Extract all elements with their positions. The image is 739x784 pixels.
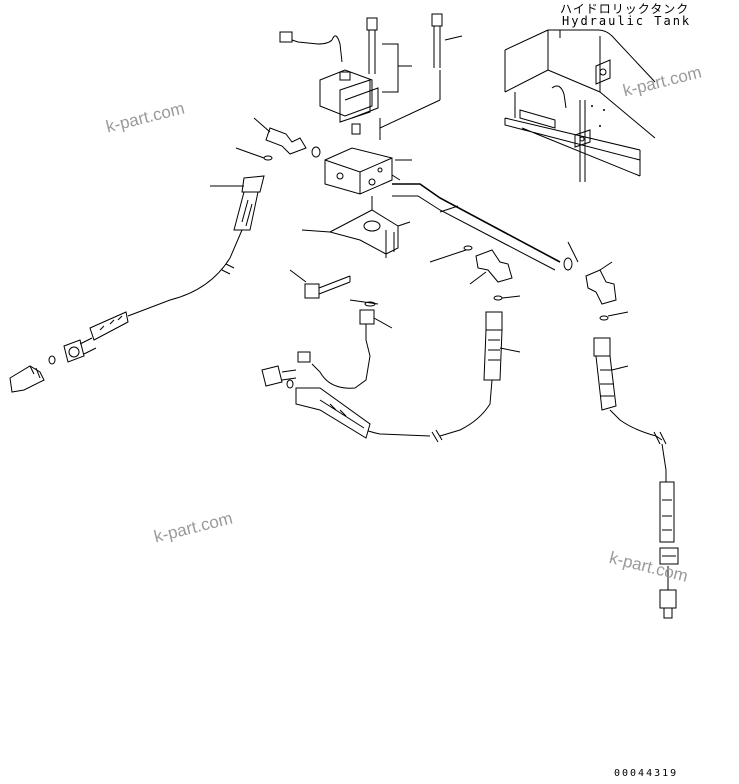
tank-mount-dots bbox=[591, 105, 605, 127]
connecting-tube bbox=[392, 183, 561, 271]
valve-bolts bbox=[366, 13, 463, 93]
mounting-bracket bbox=[301, 196, 411, 258]
right-elbow-fitting bbox=[563, 241, 629, 321]
solenoid-valve bbox=[279, 31, 379, 123]
pressure-switch bbox=[297, 299, 393, 389]
adapter-fitting bbox=[261, 365, 297, 389]
bracket-bolt bbox=[289, 269, 351, 299]
manifold-block bbox=[324, 70, 441, 195]
right-hose bbox=[593, 337, 679, 619]
middle-elbow-fitting bbox=[429, 245, 521, 301]
hydraulic-tank bbox=[504, 29, 656, 182]
part-number: 00044319 bbox=[614, 768, 679, 779]
tank-label-japanese: ハイドロリックタンク bbox=[560, 2, 690, 16]
left-hose bbox=[9, 175, 265, 393]
tank-label-english: Hydraulic Tank bbox=[562, 14, 692, 28]
left-elbow-fitting bbox=[235, 117, 321, 161]
middle-hose bbox=[295, 311, 521, 443]
